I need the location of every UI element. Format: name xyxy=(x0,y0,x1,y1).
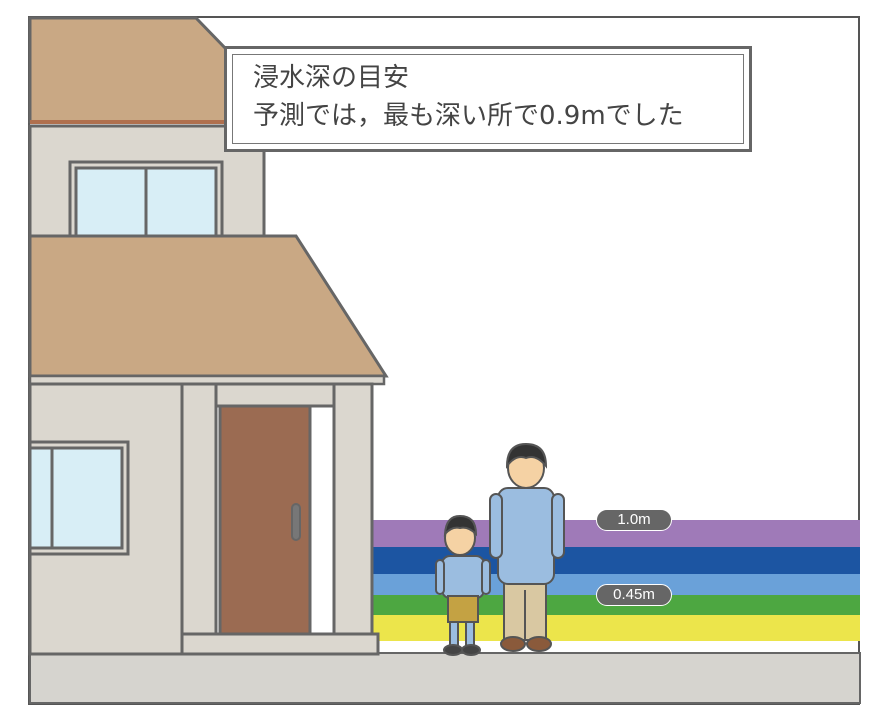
info-box-inner xyxy=(232,54,744,144)
level-label-upper: 1.0m xyxy=(596,509,672,531)
band-yellow xyxy=(372,615,860,641)
door-handle xyxy=(291,503,301,541)
lower-roof xyxy=(28,234,389,378)
info-box: 浸水深の目安 予測では，最も深い所で0.9mでした xyxy=(224,46,752,152)
adult xyxy=(489,442,565,652)
right-pillar xyxy=(332,382,374,636)
door-step xyxy=(180,632,380,656)
lower-window-glass xyxy=(28,446,124,550)
ground xyxy=(29,652,861,704)
child xyxy=(435,514,491,656)
level-label-lower: 0.45m xyxy=(596,584,672,606)
upper-roof xyxy=(28,16,229,124)
info-message: 予測では，最も深い所で0.9mでした xyxy=(253,101,684,131)
left-pillar xyxy=(180,382,218,636)
house xyxy=(28,16,389,656)
info-title: 浸水深の目安 xyxy=(253,63,410,93)
